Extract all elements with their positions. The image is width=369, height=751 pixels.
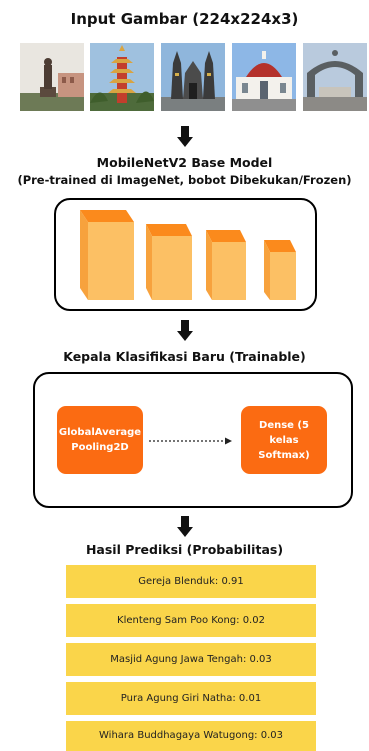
- dense-node: Dense (5 kelas Softmax): [241, 406, 327, 474]
- dotted-arrow-icon: [149, 437, 232, 445]
- prediction-item: Pura Agung Giri Natha: 0.01: [66, 682, 316, 715]
- input-title: Input Gambar (224x224x3): [70, 10, 299, 28]
- dome-church-photo-icon: [232, 43, 296, 111]
- pooling-node: GlobalAverage Pooling2D: [57, 406, 143, 474]
- down-arrow-icon: [177, 320, 193, 341]
- base-model-subtitle: (Pre-trained di ImageNet, bobot Dibekuka…: [17, 173, 352, 187]
- prediction-item: Masjid Agung Jawa Tengah: 0.03: [66, 643, 316, 676]
- head-title: Kepala Klasifikasi Baru (Trainable): [63, 349, 306, 364]
- prediction-item: Gereja Blenduk: 0.91: [66, 565, 316, 598]
- frozen-layer-block: [80, 210, 134, 300]
- prediction-item: Klenteng Sam Poo Kong: 0.02: [66, 604, 316, 637]
- arch-gazebo-photo-icon: [303, 43, 367, 111]
- frozen-layer-block: [264, 240, 296, 300]
- down-arrow-icon: [177, 516, 193, 537]
- base-model-frame: [54, 198, 317, 311]
- statue-photo-icon: [20, 43, 84, 111]
- base-model-title: MobileNetV2 Base Model: [96, 155, 273, 170]
- prediction-item: Wihara Buddhagaya Watugong: 0.03: [66, 721, 316, 751]
- temple-gate-photo-icon: [161, 43, 225, 111]
- result-title: Hasil Prediksi (Probabilitas): [85, 542, 284, 557]
- pagoda-photo-icon: [90, 43, 154, 111]
- frozen-layer-block: [146, 224, 192, 300]
- down-arrow-icon: [177, 126, 193, 147]
- classification-head-frame: GlobalAverage Pooling2D Dense (5 kelas S…: [33, 372, 353, 508]
- frozen-layer-block: [206, 230, 246, 300]
